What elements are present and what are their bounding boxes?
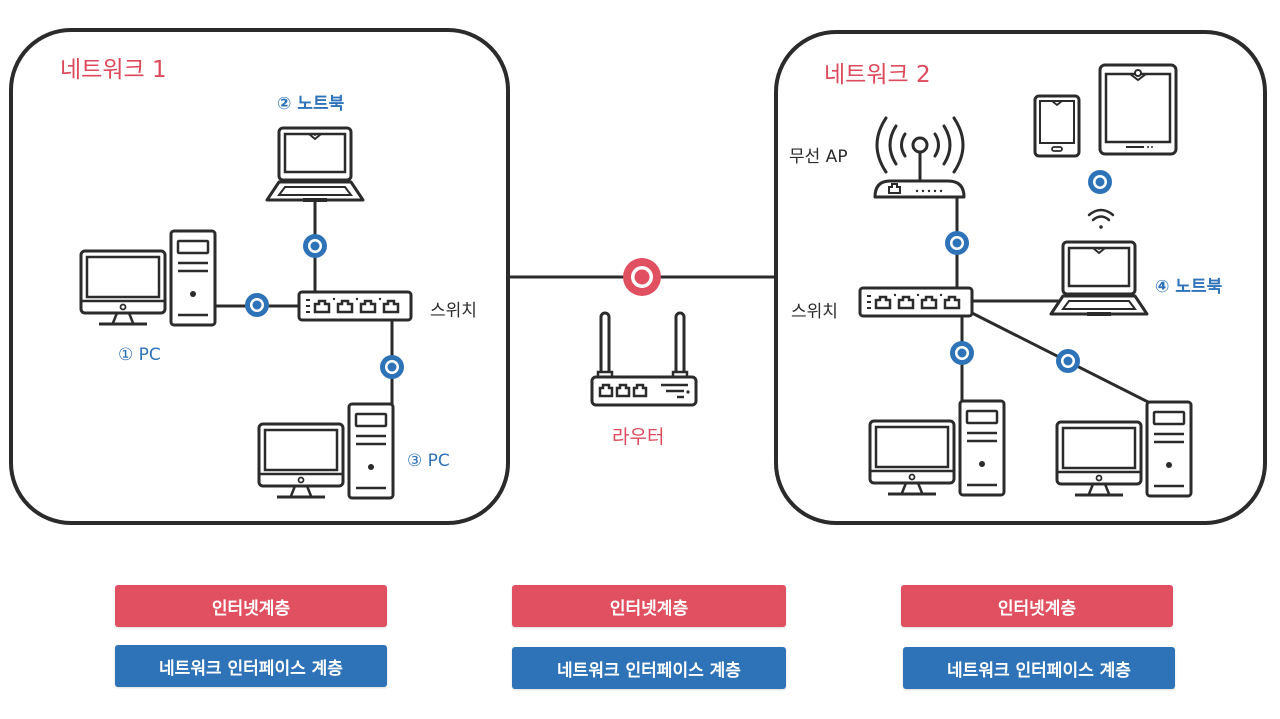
network-2-title: 네트워크 2 — [824, 62, 931, 88]
node-marker-icon — [950, 341, 974, 365]
node-marker-icon — [945, 231, 969, 255]
switch-1-label: 스위치 — [430, 301, 477, 321]
laptop-4-icon — [1049, 240, 1149, 316]
wifi-icon — [1087, 208, 1115, 229]
pc-1-icon — [79, 229, 217, 327]
network-1-title: 네트워크 1 — [60, 57, 167, 83]
pc-3-icon — [257, 402, 395, 500]
node-marker-icon — [380, 355, 404, 379]
smartphone-icon — [1033, 94, 1081, 158]
pc-icon — [1055, 400, 1193, 498]
node-marker-icon — [1056, 349, 1080, 373]
wireless-ap-icon — [873, 116, 966, 199]
node-marker-icon — [245, 293, 269, 317]
pc-1-label: ① PC — [118, 345, 161, 365]
router-label: 라우터 — [612, 426, 665, 448]
pc-icon — [868, 399, 1006, 497]
router-node-marker-icon — [623, 258, 661, 296]
tablet-icon — [1098, 63, 1178, 156]
router-icon — [590, 311, 698, 407]
internet-layer-badge-network-1: 인터넷계층 — [115, 585, 387, 627]
network-interface-layer-badge-router: 네트워크 인터페이스 계층 — [512, 647, 786, 689]
laptop-2-label: ② 노트북 — [277, 94, 345, 114]
node-marker-icon — [303, 234, 327, 258]
laptop-2-icon — [265, 126, 365, 202]
internet-layer-badge-network-2: 인터넷계층 — [901, 585, 1173, 627]
node-marker-icon — [1088, 170, 1112, 194]
network-interface-layer-badge-network-1: 네트워크 인터페이스 계층 — [115, 645, 387, 687]
switch-2-icon — [858, 286, 974, 318]
network-interface-layer-badge-network-2: 네트워크 인터페이스 계층 — [903, 647, 1175, 689]
switch-2-label: 스위치 — [791, 302, 838, 322]
wireless-ap-label: 무선 AP — [789, 147, 848, 167]
switch-1-icon — [297, 290, 413, 322]
internet-layer-badge-router: 인터넷계층 — [512, 585, 786, 627]
laptop-4-label: ④ 노트북 — [1155, 277, 1223, 297]
pc-3-label: ③ PC — [407, 451, 450, 471]
